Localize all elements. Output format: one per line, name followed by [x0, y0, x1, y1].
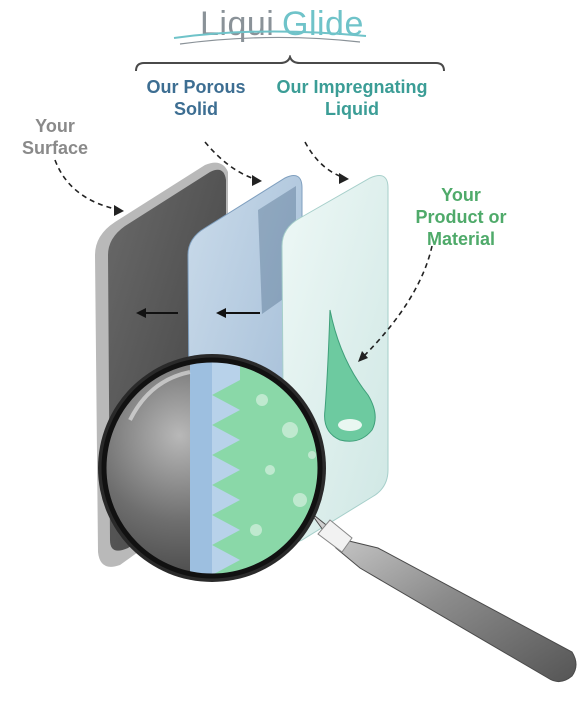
curved-arrow-icon [54, 141, 433, 359]
curved-arrow-heads [114, 173, 368, 362]
arrow-left-icon [136, 308, 178, 318]
porous-solid-label: Our Porous Solid [146, 77, 246, 119]
your-product-label: Your Product or Material [415, 185, 507, 249]
droplet-icon [324, 309, 376, 442]
magnifying-glass-icon [98, 354, 577, 682]
impregnating-liquid-label: Our Impregnating Liquid [276, 77, 428, 119]
brace-icon [135, 55, 445, 72]
logo-text-glide: Glide [282, 5, 364, 43]
your-surface-label: Your Surface [21, 116, 89, 158]
logo-text-liqui: Liqui [200, 5, 275, 43]
logo-swoosh-icon [173, 30, 367, 45]
arrow-left-icon [216, 308, 260, 318]
